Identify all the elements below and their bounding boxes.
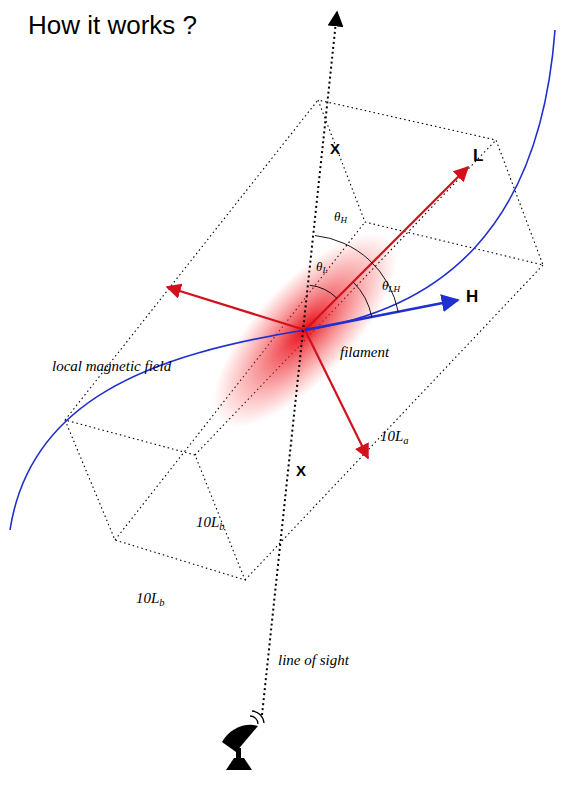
angle-arcs bbox=[310, 236, 399, 318]
angle-label: θH bbox=[334, 210, 347, 225]
vector-label: L bbox=[473, 146, 483, 166]
line-of-sight bbox=[262, 12, 337, 715]
filament-label: filament bbox=[340, 344, 389, 361]
slide-title: How it works ? bbox=[28, 10, 197, 41]
line-of-sight-label: line of sight bbox=[278, 652, 349, 669]
angle-arc bbox=[310, 285, 337, 298]
dimension-label: 10La bbox=[380, 428, 409, 445]
vector-label: H bbox=[466, 287, 478, 307]
dimension-label: 10Lb bbox=[136, 590, 165, 607]
field-label: local magnetic field bbox=[52, 358, 171, 375]
angle-arc bbox=[353, 282, 372, 317]
point-mark: X bbox=[296, 462, 306, 479]
cuboid-box bbox=[65, 100, 543, 580]
dimension-label: 10Lb bbox=[196, 514, 225, 531]
field-vector bbox=[305, 300, 458, 330]
magnetic-field-line bbox=[10, 30, 555, 530]
telescope-icon bbox=[222, 711, 264, 770]
angle-label: θL bbox=[316, 260, 327, 275]
angle-arc bbox=[315, 236, 398, 312]
point-mark: X bbox=[330, 140, 340, 157]
filament-axes bbox=[167, 167, 468, 458]
angle-label: θLH bbox=[382, 279, 400, 294]
